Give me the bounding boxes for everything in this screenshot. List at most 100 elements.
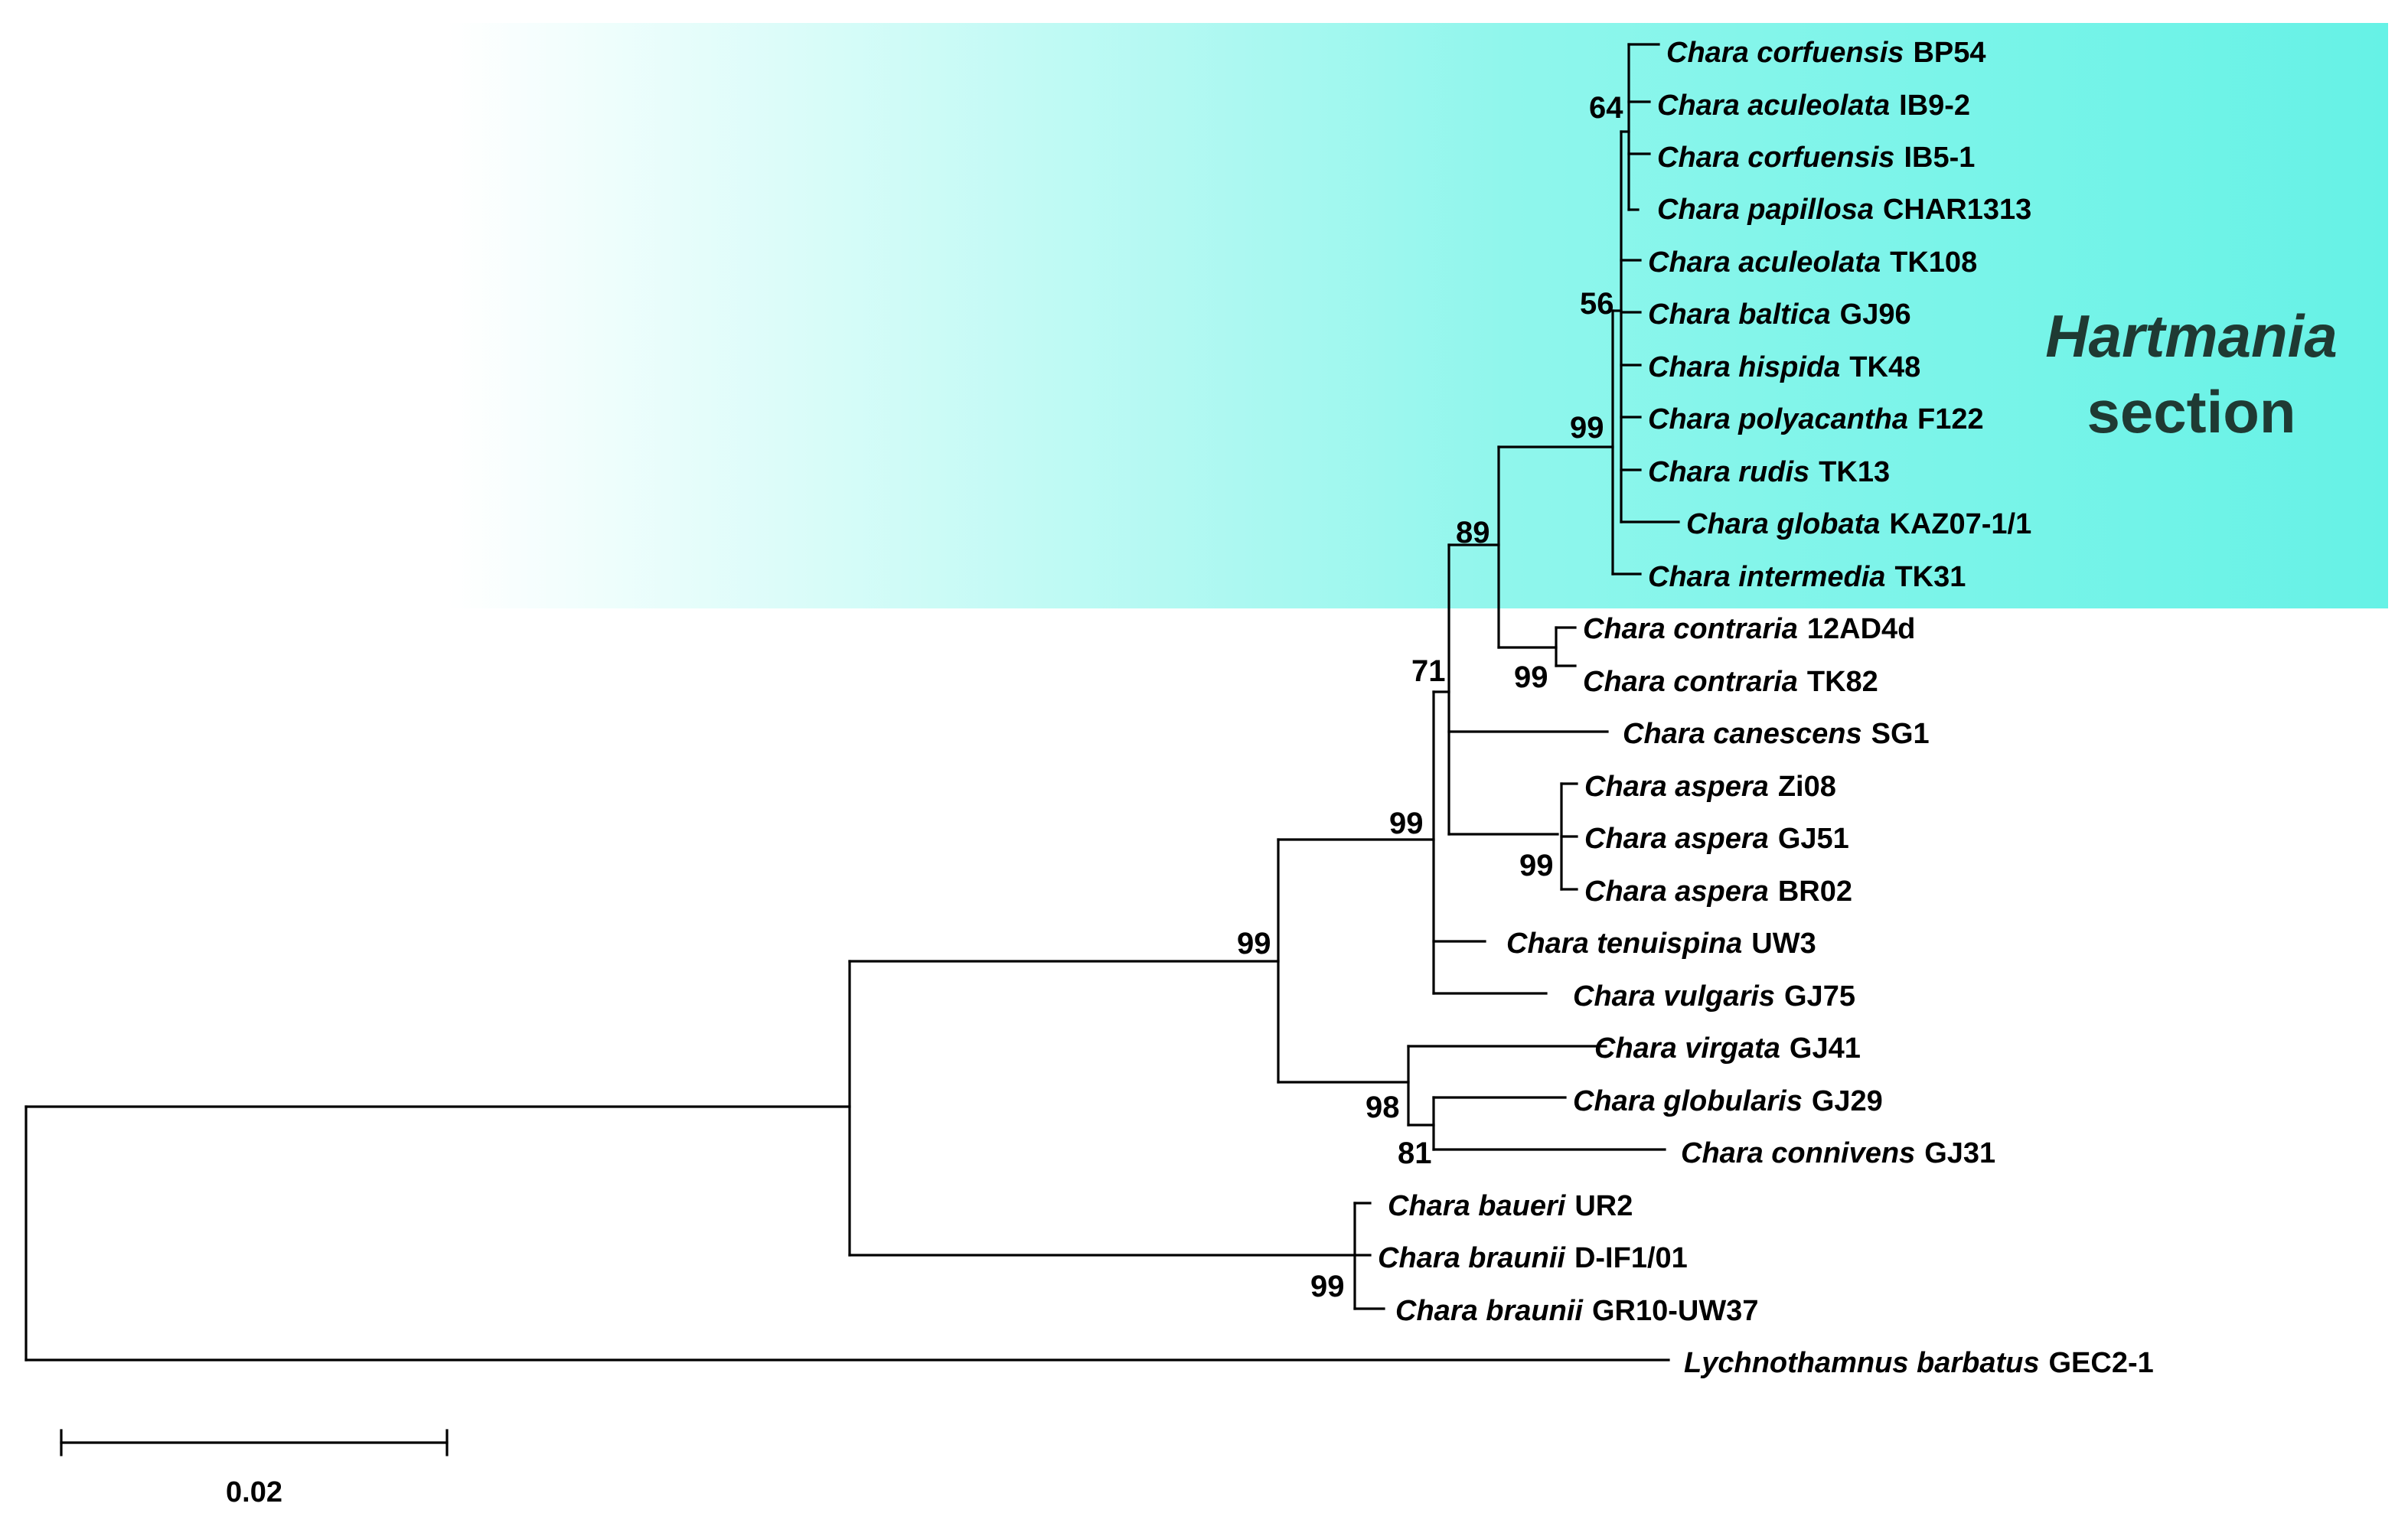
taxon-label-6: Chara baltica GJ96 [1648,298,1911,331]
strain-code: GJ31 [1924,1137,1995,1169]
section-title-hartmania: Hartmania [2045,302,2337,370]
strain-code: IB5-1 [1904,142,1975,174]
species-name: Chara corfuensis [1657,142,1894,174]
bootstrap-value: 64 [1589,91,1623,125]
scale-bar-label: 0.02 [226,1476,282,1508]
taxon-label-3: Chara corfuensis IB5-1 [1657,142,1975,174]
taxon-label-10: Chara globata KAZ07-1/1 [1686,508,2031,540]
strain-code: TK31 [1894,561,1966,593]
taxon-label-22: Chara connivens GJ31 [1681,1137,1995,1169]
strain-code: BP54 [1913,37,1985,69]
strain-code: GJ75 [1784,980,1855,1013]
strain-code: UW3 [1751,928,1816,960]
bootstrap-value: 71 [1411,654,1446,688]
taxon-label-1: Chara corfuensis BP54 [1666,37,1986,69]
strain-code: GR10-UW37 [1592,1295,1759,1327]
strain-code: TK13 [1819,456,1890,488]
taxon-label-20: Chara virgata GJ41 [1594,1032,1861,1065]
species-name: Chara globularis [1573,1085,1803,1117]
taxon-label-16: Chara aspera GJ51 [1584,823,1849,855]
species-name: Chara hispida [1648,351,1840,383]
bootstrap-value: 99 [1519,849,1554,882]
species-name: Chara papillosa [1657,194,1874,226]
section-label: Hartmania section [2045,302,2337,445]
section-title-word: section [2087,378,2295,445]
hartmania-section-highlight [448,23,2388,608]
species-name: Chara braunii [1378,1242,1566,1274]
strain-code: KAZ07-1/1 [1889,508,2031,540]
bootstrap-value: 99 [1570,411,1604,445]
taxon-label-19: Chara vulgaris GJ75 [1573,980,1855,1013]
species-name: Chara vulgaris [1573,980,1775,1013]
taxon-label-9: Chara rudis TK13 [1648,456,1890,488]
species-name: Chara aculeolata [1657,90,1890,122]
taxon-label-5: Chara aculeolata TK108 [1648,246,1977,279]
taxon-labels: Chara corfuensis BP54 Chara aculeolata IB9… [1378,37,2154,1379]
strain-code: F122 [1917,403,1984,435]
strain-code: UR2 [1574,1190,1633,1222]
species-name: Lychnothamnus barbatus [1684,1347,2040,1379]
taxon-label-7: Chara hispida TK48 [1648,351,1920,383]
species-name: Chara tenuispina [1506,928,1742,960]
taxon-label-2: Chara aculeolata IB9-2 [1657,90,1970,122]
taxon-label-21: Chara globularis GJ29 [1573,1085,1883,1117]
taxon-label-15: Chara aspera Zi08 [1584,771,1836,803]
bootstrap-value: 89 [1456,516,1490,550]
taxon-label-26: Lychnothamnus barbatus GEC2-1 [1684,1347,2154,1379]
taxon-label-14: Chara canescens SG1 [1623,718,1930,750]
bootstrap-value: 99 [1237,927,1271,960]
species-name: Chara aspera [1584,876,1769,908]
species-name: Chara contraria [1583,666,1798,698]
species-name: Chara polyacantha [1648,403,1908,435]
species-name: Chara aspera [1584,823,1769,855]
strain-code: D-IF1/01 [1574,1242,1688,1274]
taxon-label-13: Chara contraria TK82 [1583,666,1878,698]
species-name: Chara corfuensis [1666,37,1904,69]
taxon-label-12: Chara contraria 12AD4d [1583,613,1915,645]
species-name: Chara connivens [1681,1137,1915,1169]
bootstrap-value: 99 [1310,1270,1345,1303]
strain-code: GJ96 [1840,298,1911,331]
species-name: Chara aspera [1584,771,1769,803]
taxon-label-18: Chara tenuispina UW3 [1506,928,1816,960]
strain-code: 12AD4d [1807,613,1916,645]
species-name: Chara baueri [1388,1190,1567,1222]
strain-code: SG1 [1871,718,1930,750]
strain-code: GEC2-1 [2049,1347,2154,1379]
bootstrap-value: 98 [1366,1091,1400,1124]
strain-code: Zi08 [1778,771,1836,803]
strain-code: IB9-2 [1899,90,1970,122]
bootstrap-values: 64 56 99 89 99 71 99 99 99 98 81 99 [1237,91,1623,1303]
species-name: Chara canescens [1623,718,1862,750]
strain-code: GJ51 [1778,823,1849,855]
strain-code: GJ29 [1812,1085,1883,1117]
strain-code: GJ41 [1790,1032,1861,1065]
species-name: Chara intermedia [1648,561,1885,593]
species-name: Chara baltica [1648,298,1831,331]
bootstrap-value: 99 [1389,807,1424,840]
strain-code: TK82 [1807,666,1878,698]
species-name: Chara contraria [1583,613,1798,645]
species-name: Chara globata [1686,508,1880,540]
species-name: Chara braunii [1395,1295,1584,1327]
species-name: Chara virgata [1594,1032,1780,1065]
species-name: Chara rudis [1648,456,1809,488]
bootstrap-value: 56 [1580,287,1614,321]
bootstrap-value: 99 [1514,660,1548,694]
species-name: Chara aculeolata [1648,246,1881,279]
taxon-label-8: Chara polyacantha F122 [1648,403,1984,435]
strain-code: BR02 [1778,876,1852,908]
tree-branches [24,43,1680,1362]
scale-bar: 0.02 [60,1429,449,1508]
taxon-label-11: Chara intermedia TK31 [1648,561,1966,593]
strain-code: TK48 [1849,351,1920,383]
bootstrap-value: 81 [1398,1137,1432,1170]
strain-code: CHAR1313 [1883,194,2031,226]
taxon-label-4: Chara papillosa CHAR1313 [1657,194,2031,226]
strain-code: TK108 [1890,246,1977,279]
taxon-label-17: Chara aspera BR02 [1584,876,1852,908]
